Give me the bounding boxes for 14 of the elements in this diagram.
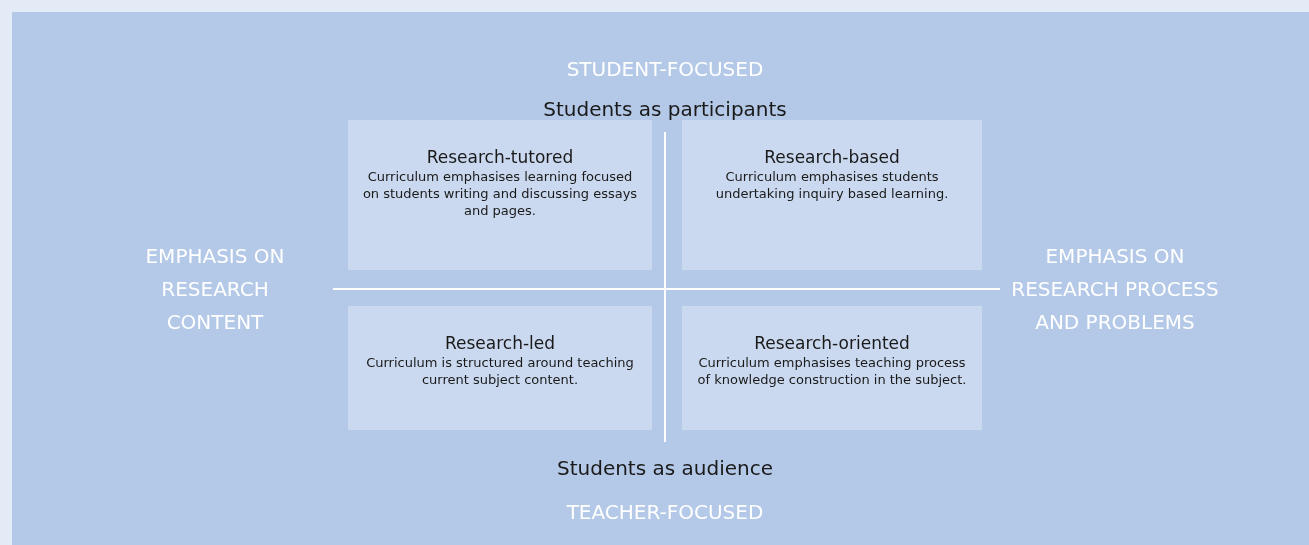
axis-label: EMPHASIS ON RESEARCH CONTENT [144,243,286,336]
axis-label: EMPHASIS ON RESEARCH PROCESS AND PROBLEMS [1010,243,1220,336]
quadrant-title: Research-tutored [426,146,574,168]
quadrant-description: Curriculum emphasises students undertaking inquiry based learning. [714,168,950,202]
axis-label: TEACHER-FOCUSED [565,499,765,526]
quadrant-description: Curriculum emphasises learning focused on students writing and discussing essays and pages. [361,168,639,219]
quadrant-description: Curriculum emphasises teaching process of knowledge construction in the subject. [696,354,968,388]
quadrant-title: Research-led [444,332,556,354]
axis-label: Students as participants [542,96,788,123]
axis-label: Students as audience [556,455,774,482]
axis-label: STUDENT-FOCUSED [565,56,765,83]
quadrant-title: Research-oriented [754,332,910,354]
quadrant-description: Curriculum is structured around teaching current subject content. [365,354,635,388]
quadrant-title: Research-based [764,146,900,168]
